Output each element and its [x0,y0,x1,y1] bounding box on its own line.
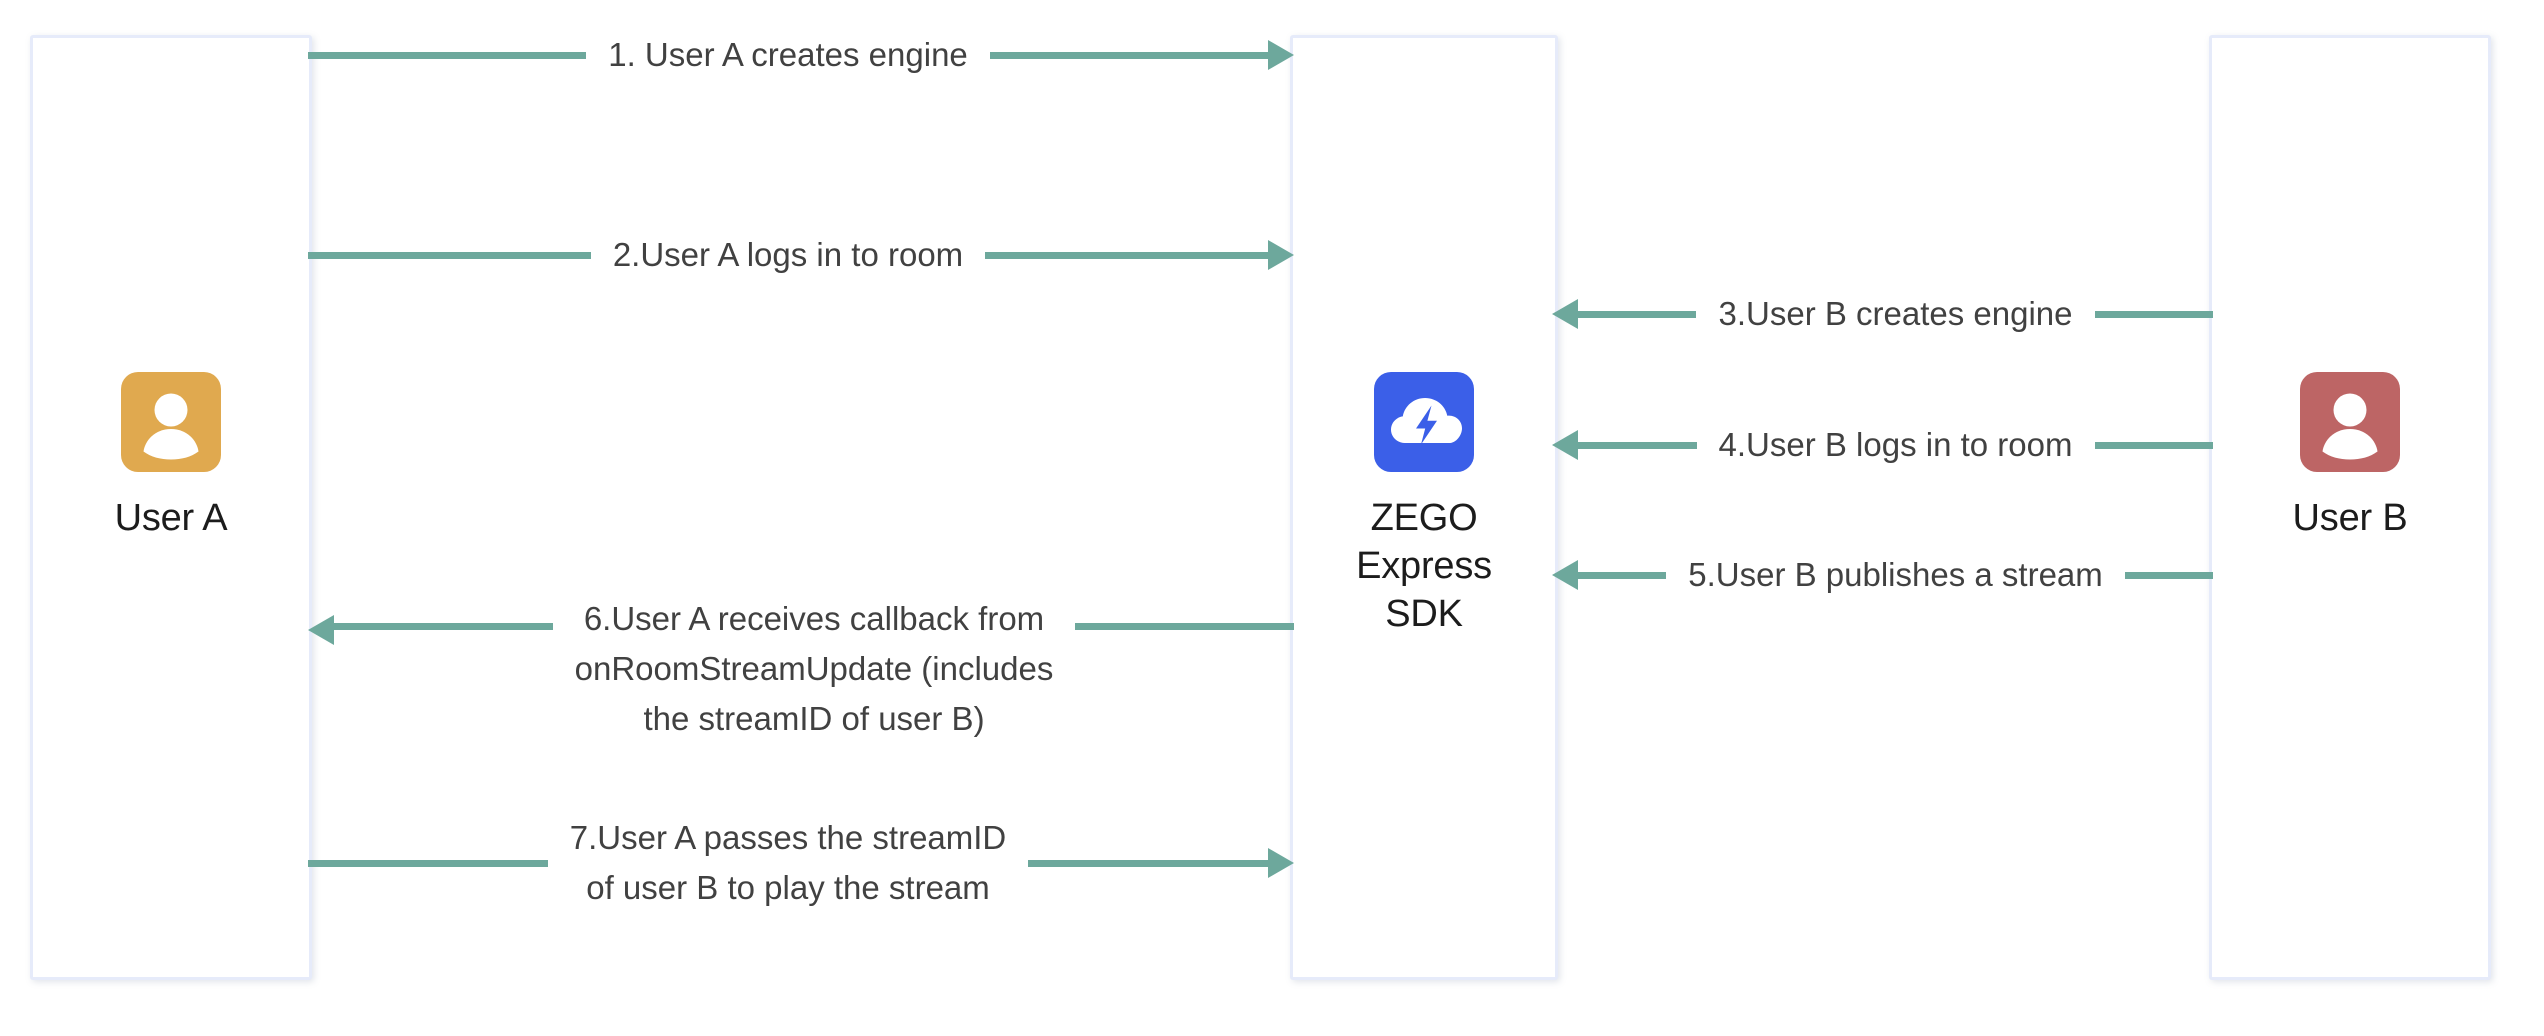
arrow-line [308,859,548,867]
arrow-line [334,623,553,630]
arrow-line [1028,859,1268,867]
arrow-line [1578,571,1667,579]
arrow-line [308,51,587,59]
message-row-3: 3.User B creates engine [1552,294,2213,334]
arrow-line [1578,441,1697,449]
message-label-5: 5.User B publishes a stream [1688,556,2103,593]
message-label-1: 1. User A creates engine [608,36,968,73]
arrow-line [308,251,591,259]
avatar-user-a [121,372,221,472]
message-row-5: 5.User B publishes a stream [1552,555,2214,595]
lifeline-zego-express-sdk [1290,35,1558,980]
arrowhead-right-icon [1268,40,1294,70]
message-label-2: 2.User A logs in to room [612,236,964,273]
actor-label-user-a: User A [114,497,228,539]
lifeline-user-b [2209,35,2491,980]
arrow-line [989,51,1268,59]
arrow-line [2094,310,2213,318]
message-label-3: 3.User B creates engine [1718,295,2073,332]
arrow-line [2124,571,2214,579]
message-row-1: 1. User A creates engine [308,35,1294,75]
arrow-line [1578,310,1697,318]
arrow-line [2094,441,2214,449]
avatar-zego-express-sdk [1374,372,1474,472]
person-icon [2300,372,2400,472]
actor-user-b: User B [2209,372,2491,542]
message-row-4: 4.User B logs in to room [1552,425,2214,465]
arrowhead-left-icon [1552,299,1578,329]
actor-zego-express-sdk: ZEGO Express SDK [1290,372,1558,638]
arrowhead-right-icon [1268,240,1294,270]
zego-cloud-bolt-icon [1374,372,1474,472]
message-row-6: 6.User A receives callback from onRoomSt… [308,594,1294,746]
arrowhead-right-icon [1268,848,1294,878]
message-row-2: 2.User A logs in to room [308,235,1294,275]
message-label-7: 7.User A passes the streamID of user B t… [569,819,1007,906]
actor-label-zego-express-sdk: ZEGO Express SDK [1356,497,1492,635]
avatar-user-b [2300,372,2400,472]
lifeline-user-a [30,35,312,980]
person-icon [121,372,221,472]
arrowhead-left-icon [1552,430,1578,460]
actor-user-a: User A [30,372,312,542]
arrowhead-left-icon [1552,560,1578,590]
arrow-line [1075,623,1294,630]
arrowhead-left-icon [308,615,334,645]
message-label-4: 4.User B logs in to room [1718,426,2073,463]
arrow-line [985,251,1268,259]
message-label-6: 6.User A receives callback from onRoomSt… [574,600,1054,737]
message-row-7: 7.User A passes the streamID of user B t… [308,812,1294,914]
actor-label-user-b: User B [2292,497,2408,539]
